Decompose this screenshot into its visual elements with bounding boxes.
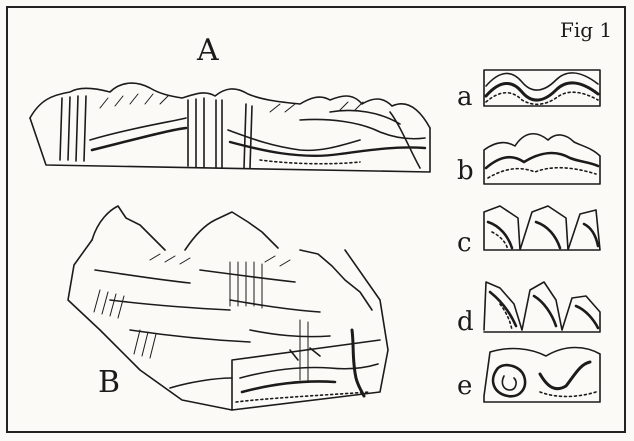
section-e [484,348,600,403]
block-diagram-b [68,206,388,410]
block-diagram-a [30,83,430,172]
section-a [484,70,600,106]
section-c [484,206,600,250]
section-b [484,134,600,184]
section-d [484,282,600,332]
